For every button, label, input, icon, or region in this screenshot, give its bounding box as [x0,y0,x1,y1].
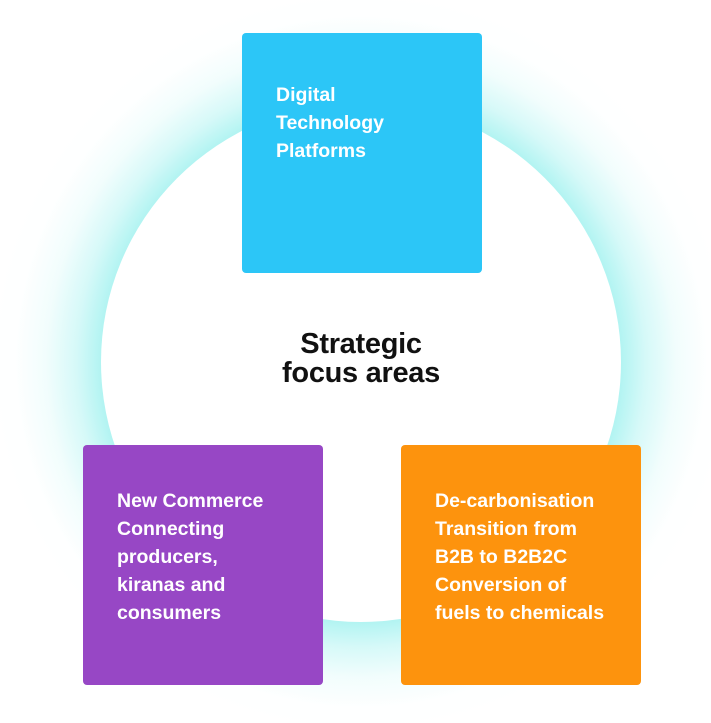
box-text-line: fuels to chemicals [435,602,605,624]
box-text-line: Platforms [276,140,366,162]
box-text-line: kiranas and [117,574,226,596]
box-text-line: Conversion of [435,574,567,596]
center-title: Strategic focus areas [211,330,511,388]
center-title-line: Strategic [300,328,422,360]
box-text-line: producers, [117,546,218,568]
box-text-line: Technology [276,112,384,134]
box-text-line: New Commerce [117,490,264,512]
box-text-line: De-carbonisation [435,490,595,512]
box-text-line: Transition from [435,518,577,540]
box-text-line: consumers [117,602,222,624]
focus-box-decarbonisation: De-carbonisation Transition from B2B to … [401,445,641,685]
box-text-line: Connecting [117,518,225,540]
focus-box-digital-technology: Digital Technology Platforms [242,33,482,273]
box-text-line: Digital [276,84,336,106]
box-text-line: B2B to B2B2C [435,546,568,568]
focus-box-new-commerce: New Commerce Connecting producers, kiran… [83,445,323,685]
center-title-line: focus areas [282,357,440,389]
